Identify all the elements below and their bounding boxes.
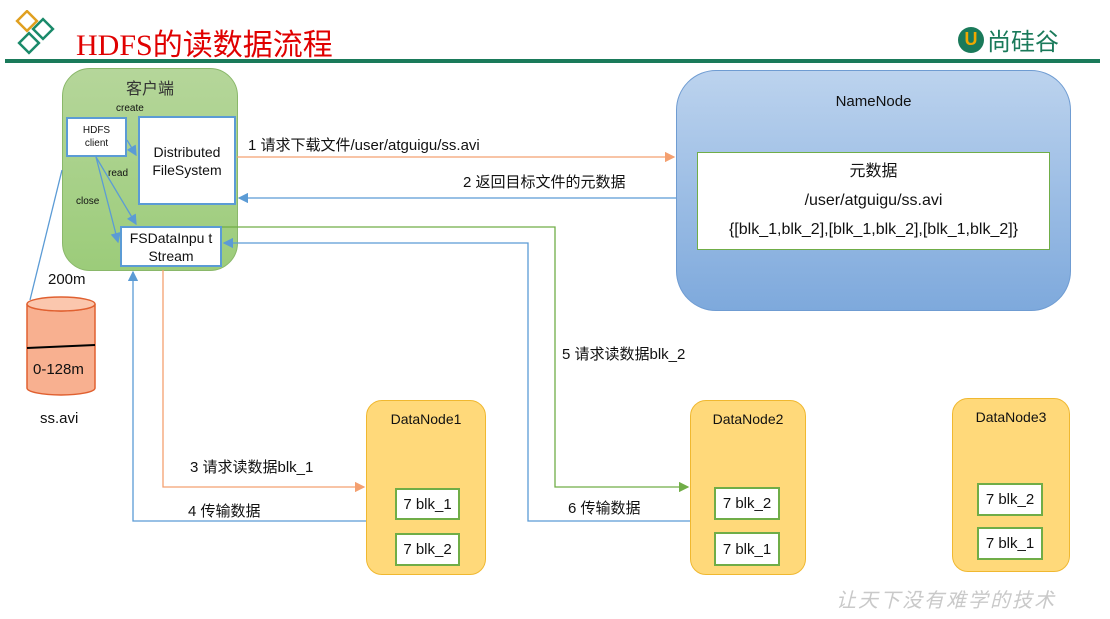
step3-label: 3 请求读数据blk_1 — [190, 459, 314, 476]
datanode-title: DataNode1 — [390, 411, 462, 427]
namenode-title: NameNode — [835, 93, 912, 110]
block-item: 7 blk_1 — [395, 488, 460, 520]
fsdatainputstream-box: FSDataInpu tStream — [120, 226, 222, 267]
step4-label: 4 传输数据 — [188, 503, 261, 520]
read-label: read — [108, 168, 129, 179]
datanode-title: DataNode3 — [975, 409, 1047, 425]
watermark: 让天下没有难学的技术 — [836, 590, 1056, 612]
create-label: create — [116, 103, 144, 114]
client-title: 客户端 — [125, 81, 174, 98]
arrow-step3 — [162, 270, 366, 493]
page-title: HDFS的读数据流程 — [76, 29, 333, 62]
arrow-step6 — [222, 237, 690, 522]
step6-label: 6 传输数据 — [568, 500, 641, 517]
logo-u-icon: U — [958, 26, 984, 53]
step1-label: 1 请求下载文件/user/atguigu/ss.avi — [248, 137, 480, 154]
block-item: 7 blk_2 — [714, 487, 780, 520]
arrow-step4 — [127, 270, 366, 522]
file-name-label: ss.avi — [40, 410, 79, 427]
cylinder-icon — [26, 296, 96, 396]
line-to-file — [29, 169, 63, 301]
block-item: 7 blk_2 — [977, 483, 1043, 516]
logo-diamonds-icon — [15, 10, 55, 55]
step5-label: 5 请求读数据blk_2 — [562, 346, 686, 363]
distributed-filesystem-box: Distributed FileSystem — [138, 116, 236, 205]
step2-label: 2 返回目标文件的元数据 — [463, 174, 626, 191]
metadata-path: /user/atguigu/ss.avi — [804, 192, 943, 209]
datanode-title: DataNode2 — [712, 411, 784, 427]
arrow-close — [95, 156, 121, 244]
arrow-read — [95, 156, 137, 226]
close-label: close — [76, 196, 100, 207]
block-range-label: 0-128m — [33, 361, 84, 378]
block-item: 7 blk_1 — [714, 532, 780, 566]
arrow-create — [126, 139, 137, 157]
arrow-step5 — [222, 226, 690, 493]
title-divider — [5, 59, 1100, 63]
file-size-label: 200m — [48, 271, 86, 288]
metadata-box: 元数据 /user/atguigu/ss.avi {[blk_1,blk_2],… — [697, 152, 1050, 250]
metadata-title: 元数据 — [849, 163, 898, 180]
metadata-blocks: {[blk_1,blk_2],[blk_1,blk_2],[blk_1,blk_… — [728, 221, 1019, 238]
block-item: 7 blk_1 — [977, 527, 1043, 560]
block-item: 7 blk_2 — [395, 533, 460, 566]
hdfs-client-box: HDFS client — [66, 117, 127, 157]
